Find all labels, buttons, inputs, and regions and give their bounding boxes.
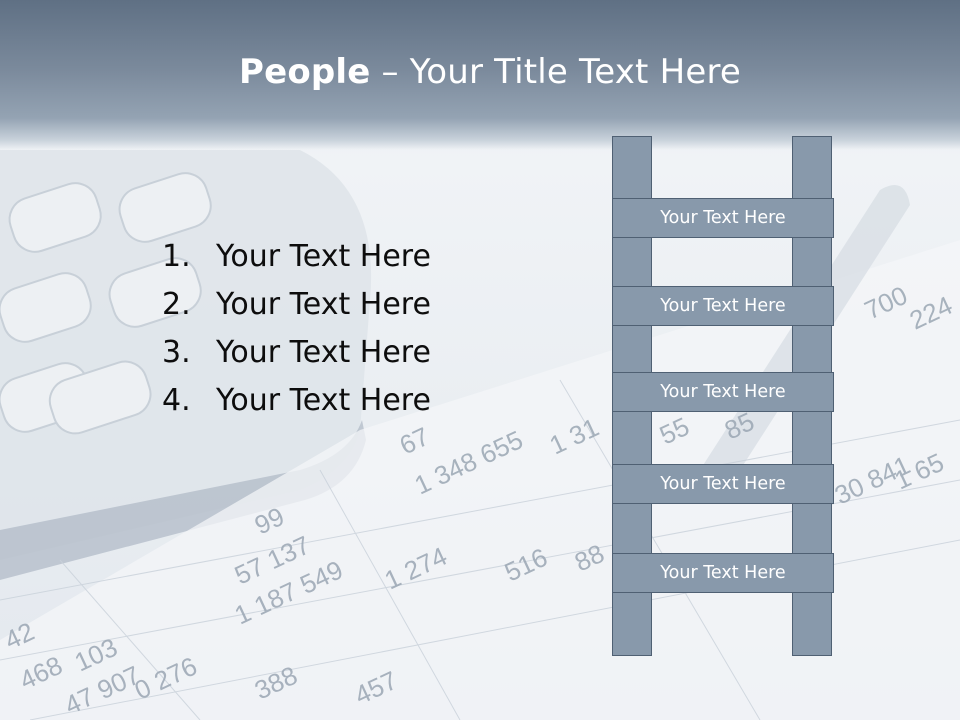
title-rest-part: – Your Title Text Here (370, 52, 742, 92)
title-bold-part: People (238, 52, 371, 92)
list-item-text: Your Text Here (216, 334, 431, 370)
ladder-rung-5: Your Text Here (612, 553, 834, 593)
list-item: 4. Your Text Here (162, 376, 431, 424)
numbered-list: 1. Your Text Here 2. Your Text Here 3. Y… (162, 232, 431, 424)
list-item-text: Your Text Here (216, 286, 431, 322)
list-item-text: Your Text Here (216, 382, 431, 418)
list-item: 3. Your Text Here (162, 328, 431, 376)
ladder-rung-4: Your Text Here (612, 464, 834, 504)
list-item: 2. Your Text Here (162, 280, 431, 328)
ladder-diagram: Your Text Here Your Text Here Your Text … (612, 136, 834, 658)
slide-title: People – Your Title Text Here (0, 52, 960, 92)
list-item-number: 3. (162, 334, 191, 370)
list-item-number: 4. (162, 382, 191, 418)
list-item-number: 1. (162, 238, 191, 274)
list-item-text: Your Text Here (216, 238, 431, 274)
list-item: 1. Your Text Here (162, 232, 431, 280)
title-band (0, 0, 960, 150)
list-item-number: 2. (162, 286, 191, 322)
ladder-rung-2: Your Text Here (612, 286, 834, 326)
paper-sheet (0, 240, 960, 720)
calculator-shape (0, 150, 372, 560)
calculator-keys (0, 172, 212, 435)
ladder-rung-1: Your Text Here (612, 198, 834, 238)
ladder-rung-3: Your Text Here (612, 372, 834, 412)
